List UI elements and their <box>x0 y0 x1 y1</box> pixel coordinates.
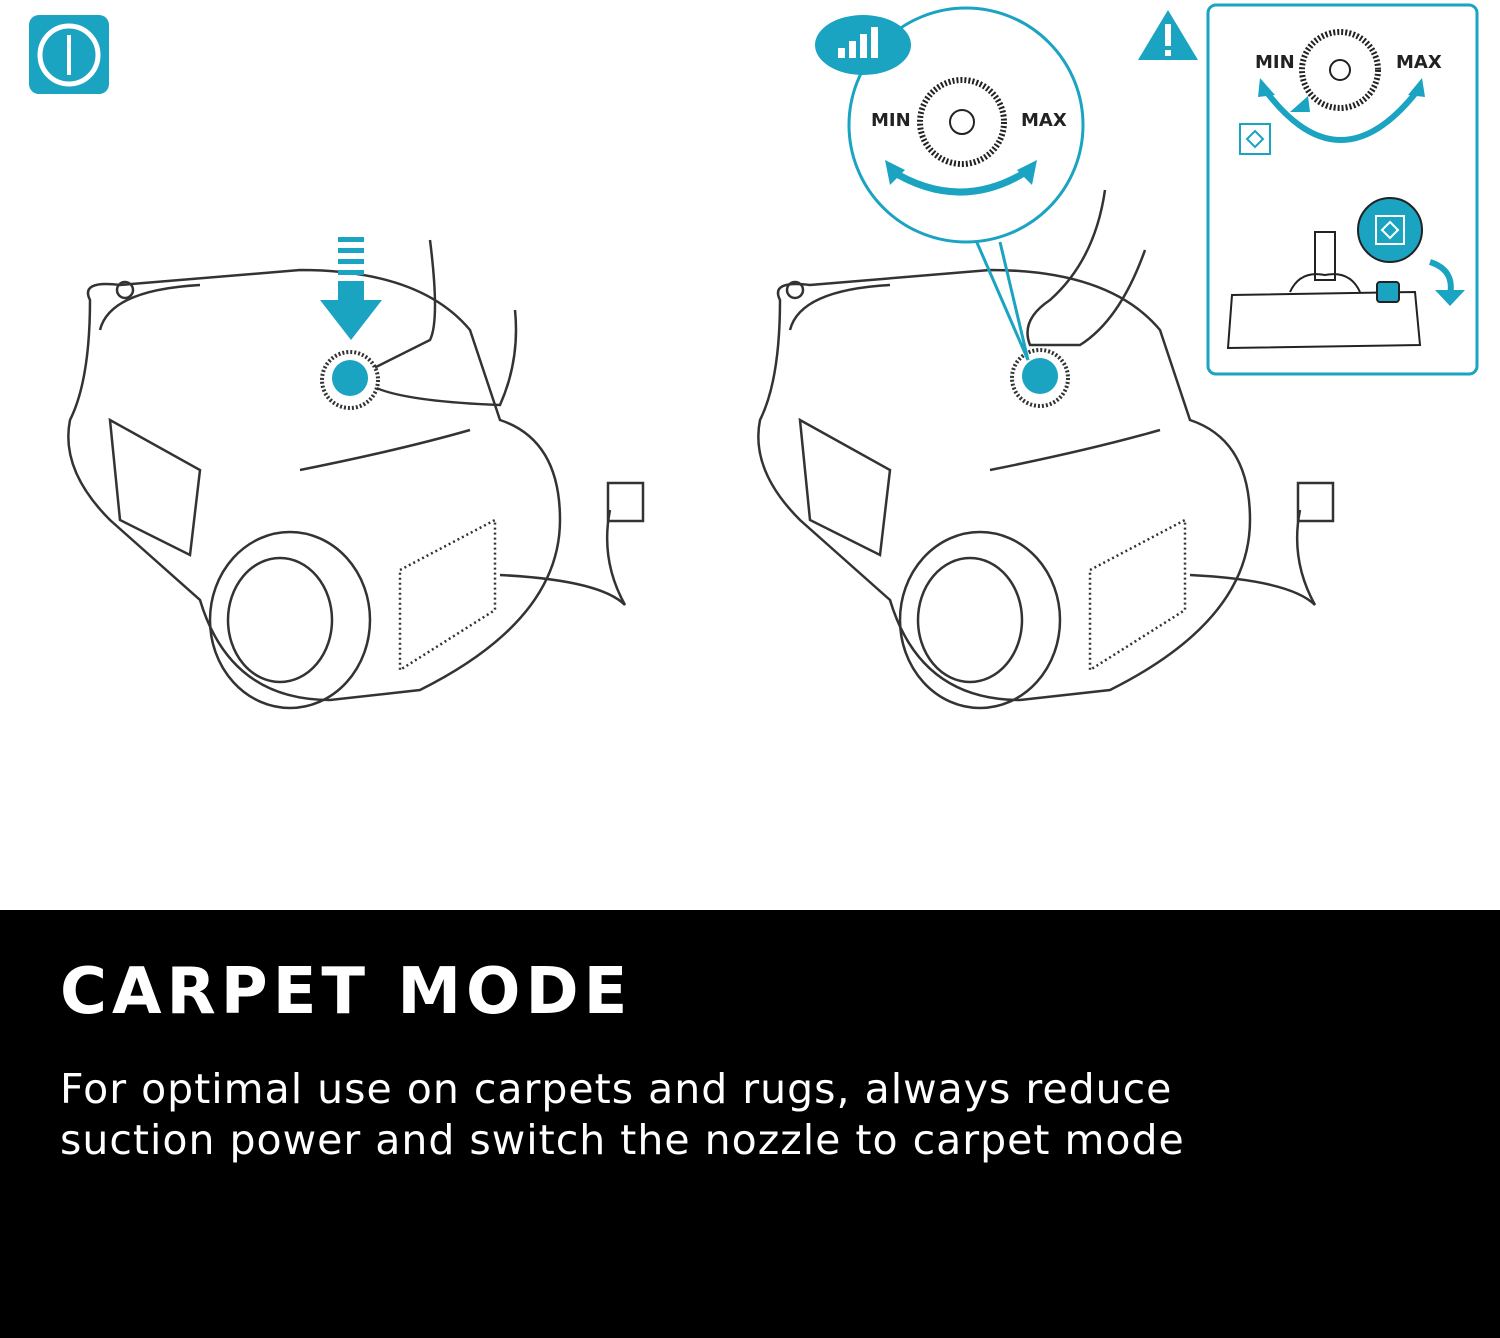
suction-level-icon <box>815 15 911 75</box>
caption-description: For optimal use on carpets and rugs, alw… <box>60 1064 1360 1166</box>
caption-title: CARPET MODE <box>60 955 633 1029</box>
caption-band <box>0 910 1500 1338</box>
dial-min-label: MIN <box>871 110 911 131</box>
power-icon <box>29 15 109 94</box>
vacuum-left <box>67 239 645 710</box>
instruction-illustration: MIN MAX MIN MAX <box>29 3 1479 710</box>
caption-line-2: suction power and switch the nozzle to c… <box>60 1116 1185 1164</box>
warning-icon <box>1138 10 1198 60</box>
vacuum-right <box>757 189 1335 710</box>
press-down-arrow-icon <box>320 237 382 340</box>
dial-left <box>320 350 380 410</box>
carpet-mode-inset: MIN MAX <box>1206 3 1479 376</box>
caption-line-1: For optimal use on carpets and rugs, alw… <box>60 1065 1173 1113</box>
dial-right <box>1010 348 1070 408</box>
dial-max-label: MAX <box>1021 110 1067 131</box>
nozzle <box>1226 231 1422 350</box>
carpet-icon <box>1239 123 1271 155</box>
dial-zoom-callout: MIN MAX <box>847 6 1085 361</box>
inset-min-label: MIN <box>1255 52 1295 73</box>
inset-max-label: MAX <box>1396 52 1442 73</box>
